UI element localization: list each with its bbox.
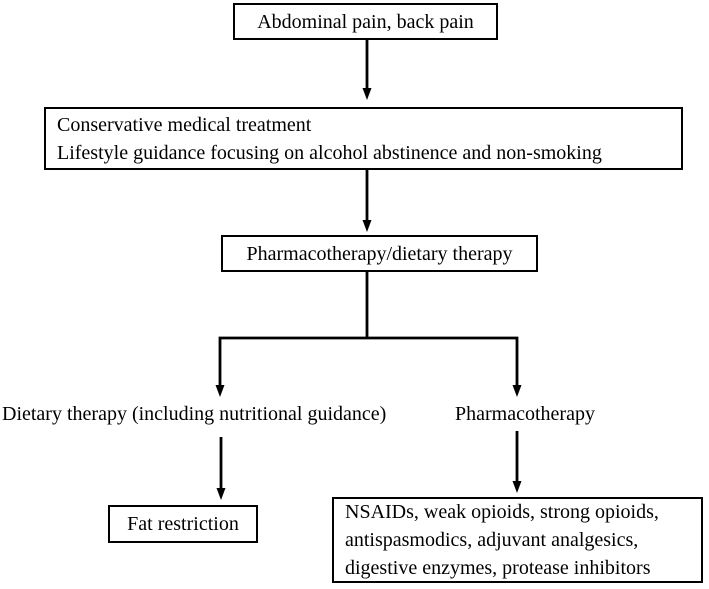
node-nsaids-drugs-line1: NSAIDs, weak opioids, strong opioids, xyxy=(345,501,659,523)
node-pharmacotherapy-dietary: Pharmacotherapy/dietary therapy xyxy=(221,235,538,272)
branch-connector xyxy=(215,272,522,397)
node-fat-restriction: Fat restriction xyxy=(108,505,258,543)
label-dietary-branch: Dietary therapy (including nutritional g… xyxy=(2,403,387,425)
label-pharmacotherapy-branch: Pharmacotherapy xyxy=(455,403,595,425)
node-nsaids-drugs-line3: digestive enzymes, protease inhibitors xyxy=(345,557,651,579)
node-conservative-treatment-line1: Conservative medical treatment xyxy=(57,113,312,136)
node-symptoms: Abdominal pain, back pain xyxy=(233,3,498,40)
node-nsaids-drugs-line2: antispasmodics, adjuvant analgesics, xyxy=(345,529,639,551)
arrowhead-pharma-branch xyxy=(512,385,522,397)
node-nsaids-drugs: NSAIDs, weak opioids, strong opioids, an… xyxy=(332,497,703,583)
arrow-pharma-to-nsaids xyxy=(512,431,522,493)
node-pharmacotherapy-dietary-label: Pharmacotherapy/dietary therapy xyxy=(246,242,513,265)
arrow-conservative-to-pharma-dietary xyxy=(362,170,372,232)
node-conservative-treatment: Conservative medical treatment Lifestyle… xyxy=(44,107,683,170)
arrowhead-dietary-branch xyxy=(215,385,225,397)
node-conservative-treatment-line2: Lifestyle guidance focusing on alcohol a… xyxy=(57,141,602,164)
node-fat-restriction-label: Fat restriction xyxy=(127,513,239,535)
node-symptoms-label: Abdominal pain, back pain xyxy=(257,10,474,33)
arrow-dietary-to-fat-restriction xyxy=(216,437,226,500)
arrow-symptoms-to-conservative xyxy=(362,40,372,100)
